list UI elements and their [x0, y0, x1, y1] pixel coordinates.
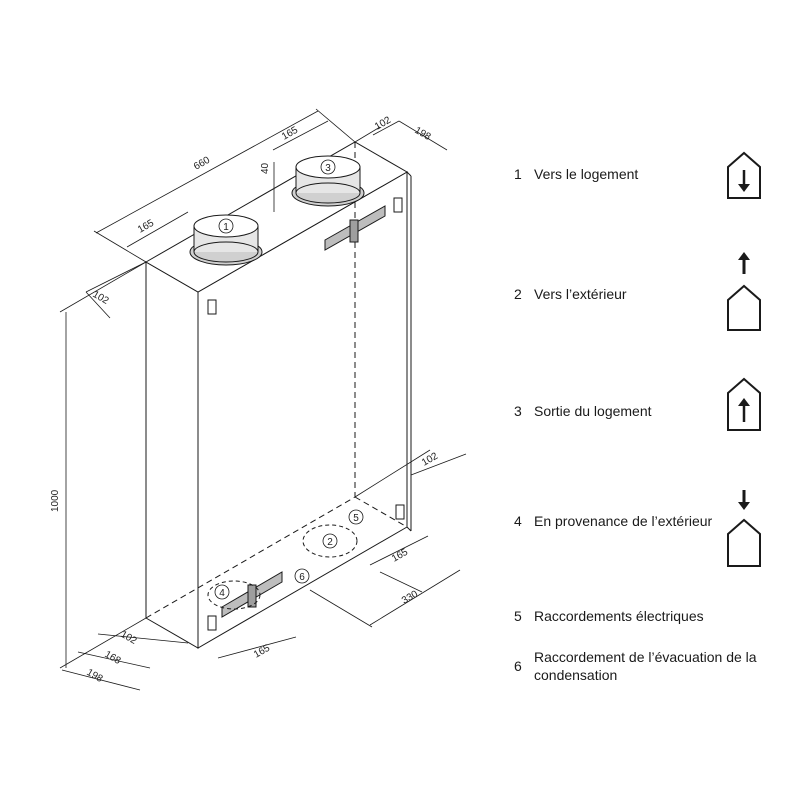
legend-number: 4: [514, 513, 522, 529]
dim-165-bottom: 165: [252, 643, 272, 661]
dim-102-top: 102: [373, 115, 393, 133]
dim-165-right: 165: [390, 547, 410, 565]
dim-40: 40: [260, 162, 271, 174]
legend-item-1: 1 Vers le logement: [514, 165, 714, 183]
dim-165-left: 165: [136, 218, 156, 236]
duct-1: [189, 214, 263, 266]
legend-number: 6: [514, 658, 522, 674]
legend-item-3: 3 Sortie du logement: [514, 402, 714, 420]
dim-660: 660: [192, 155, 212, 173]
callout-3: 3: [325, 163, 331, 174]
legend-item-5: 5 Raccordements électriques: [514, 607, 714, 625]
house-arrow-up-inside-icon: [727, 377, 761, 431]
house-arrow-down-inside-icon: [727, 151, 761, 199]
legend-item-6: 6 Raccordement de l’évacuation de la con…: [514, 648, 784, 684]
callout-5: 5: [353, 513, 359, 524]
legend-item-2: 2 Vers l’extérieur: [514, 285, 714, 303]
callout-4: 4: [219, 588, 225, 599]
legend-label: Raccordements électriques: [534, 608, 704, 624]
dim-102-left: 102: [91, 289, 111, 307]
house-arrow-down-outside-icon: [727, 490, 761, 567]
dim-1000: 1000: [50, 489, 61, 512]
house-arrow-up-outside-icon: [727, 252, 761, 331]
dim-330: 330: [400, 589, 420, 607]
legend-label: Sortie du logement: [534, 403, 652, 419]
legend-label: Raccordement de l’évacuation de la conde…: [534, 649, 757, 683]
cabinet-side-face: [145, 261, 199, 649]
legend-item-4: 4 En provenance de l’extérieur: [514, 512, 714, 530]
fixings: [207, 197, 405, 631]
legend-number: 5: [514, 608, 522, 624]
callout-labels: 1 3 2 4 5 6: [219, 163, 359, 599]
duct-3: [291, 155, 365, 207]
legend-label: En provenance de l’extérieur: [534, 513, 713, 529]
callout-1: 1: [223, 222, 229, 233]
legend-number: 1: [514, 166, 522, 182]
legend-number: 2: [514, 286, 522, 302]
dim-165-top: 165: [280, 125, 300, 143]
dim-102-bottom: 102: [119, 629, 139, 647]
legend-label: Vers le logement: [534, 166, 639, 182]
legend-number: 3: [514, 403, 522, 419]
callout-6: 6: [299, 572, 305, 583]
callout-markers: [214, 159, 364, 600]
legend-label: Vers l’extérieur: [534, 286, 627, 302]
dim-102-right: 102: [420, 451, 440, 469]
bottom-ports: [207, 524, 358, 610]
dim-198-top: 198: [413, 125, 433, 143]
hidden-edges: [145, 142, 408, 619]
dim-198-bottom: 198: [85, 667, 105, 685]
dimension-lines: [59, 108, 467, 691]
handles: [221, 205, 386, 618]
dim-168: 168: [103, 649, 123, 667]
callout-2: 2: [327, 537, 333, 548]
